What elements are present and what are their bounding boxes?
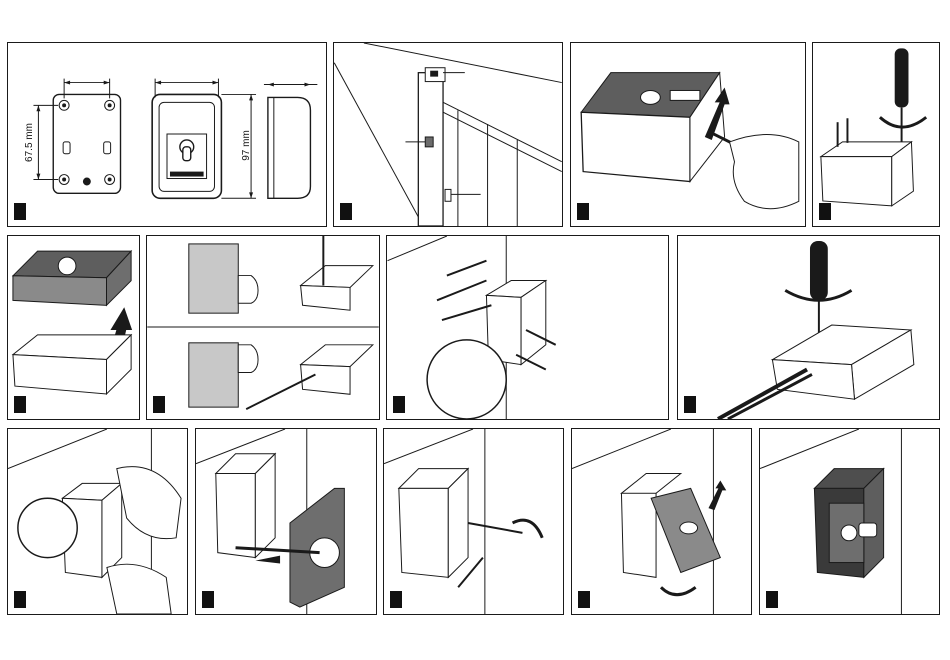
insert-body-illustration [196, 429, 376, 614]
step-badge-4 [819, 203, 831, 220]
wall-fixing-illustration [387, 236, 668, 419]
dimension-drawings [8, 43, 326, 226]
panel-11-screw-front [383, 428, 564, 615]
panel-4-screw-back [812, 42, 940, 227]
panel-12-close-cover [571, 428, 752, 615]
panel-6-drill [146, 235, 380, 420]
step-badge-3 [577, 203, 589, 220]
panel-8-cable [677, 235, 940, 420]
step-badge-5 [14, 396, 26, 413]
panel-5-separate [7, 235, 140, 420]
panel-2-post [333, 42, 563, 227]
step-badge-6 [153, 396, 165, 413]
screw-front-illustration [384, 429, 563, 614]
step-badge-8 [684, 396, 696, 413]
panel-7-fixing [386, 235, 669, 420]
separate-cover-illustration [8, 236, 139, 419]
step-badge-9 [14, 591, 26, 608]
open-cover-illustration [571, 43, 805, 226]
panel-9-wiring [7, 428, 188, 615]
cable-entry-illustration [678, 236, 939, 419]
step-badge-7 [393, 396, 405, 413]
screw-back-illustration [813, 43, 939, 226]
dimension-height-label: 97 mm [241, 130, 252, 161]
wiring-illustration [8, 429, 187, 614]
finished-illustration [760, 429, 939, 614]
step-badge-13 [766, 591, 778, 608]
panel-10-insert-body [195, 428, 377, 615]
step-badge-12 [578, 591, 590, 608]
post-fence-illustration [334, 43, 562, 226]
step-badge-11 [390, 591, 402, 608]
panel-3-open-cover [570, 42, 806, 227]
dimension-holes-label: 67.5 mm [24, 123, 35, 162]
step-badge-2 [340, 203, 352, 220]
close-cover-illustration [572, 429, 751, 614]
drill-illustration [147, 236, 379, 419]
panel-13-finished [759, 428, 940, 615]
panel-1-dimensions: 67.5 mm 97 mm [7, 42, 327, 227]
step-badge-10 [202, 591, 214, 608]
step-badge-1 [14, 203, 26, 220]
